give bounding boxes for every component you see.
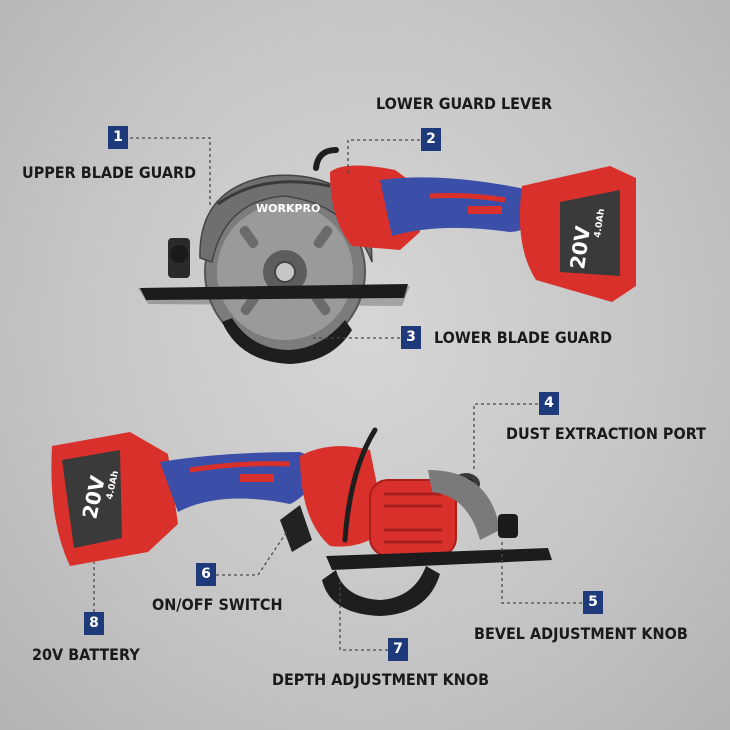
callout-badge-3: 3 bbox=[401, 326, 421, 349]
callout-badge-8: 8 bbox=[84, 612, 104, 635]
label-lower-guard-lever: LOWER GUARD LEVER bbox=[376, 94, 553, 113]
lower-blade-guard bbox=[222, 318, 352, 364]
svg-text:4.0Ah: 4.0Ah bbox=[593, 208, 607, 238]
lower-guard-lever bbox=[313, 147, 339, 171]
label-bevel-adjustment-knob: BEVEL ADJUSTMENT KNOB bbox=[474, 624, 688, 643]
label-on-off-switch: ON/OFF SWITCH bbox=[152, 595, 283, 614]
leader-lines bbox=[93, 137, 582, 651]
callout-badge-5: 5 bbox=[583, 591, 603, 614]
battery-top: 20V 4.0Ah bbox=[519, 166, 636, 302]
base-plate bbox=[140, 284, 408, 300]
label-depth-adjustment-knob: DEPTH ADJUSTMENT KNOB bbox=[272, 670, 490, 689]
bevel-adjustment-knob bbox=[498, 514, 518, 538]
callout-badge-6: 6 bbox=[196, 563, 216, 586]
battery-bottom: 20V 4.0Ah bbox=[51, 432, 178, 566]
label-lower-blade-guard: LOWER BLADE GUARD bbox=[434, 328, 613, 347]
label-upper-blade-guard: UPPER BLADE GUARD bbox=[22, 163, 197, 182]
callout-badge-1: 1 bbox=[108, 126, 128, 149]
callout-badge-2: 2 bbox=[421, 128, 441, 151]
handle bbox=[380, 177, 540, 236]
circular-saw-front-view: 20V 4.0Ah bbox=[51, 427, 552, 616]
circular-saw-side-view: WORKPRO 20V 4.0Ah bbox=[138, 147, 636, 364]
label-20v-battery: 20V BATTERY bbox=[32, 645, 140, 664]
depth-adjustment-knob bbox=[322, 566, 440, 616]
callout-badge-4: 4 bbox=[539, 392, 559, 415]
brand-text: WORKPRO bbox=[256, 202, 320, 215]
callout-badge-7: 7 bbox=[388, 638, 408, 661]
on-off-switch bbox=[280, 505, 312, 552]
label-dust-extraction-port: DUST EXTRACTION PORT bbox=[506, 424, 706, 443]
